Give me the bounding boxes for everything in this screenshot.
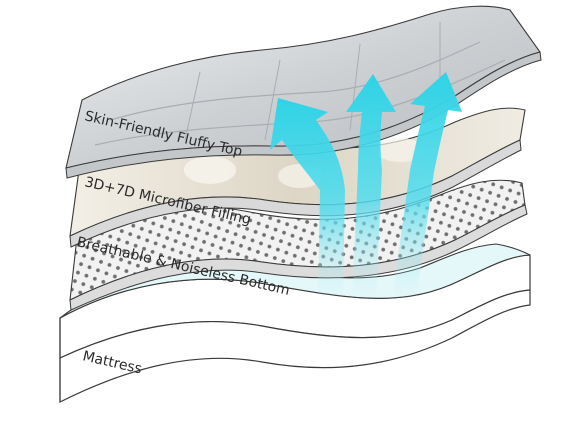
airflow-arrows bbox=[270, 72, 462, 300]
arrow-up-icon bbox=[392, 72, 462, 300]
arrow-up-icon bbox=[346, 74, 396, 300]
mattress-layer bbox=[59, 243, 531, 403]
arrow-up-icon bbox=[270, 98, 345, 300]
